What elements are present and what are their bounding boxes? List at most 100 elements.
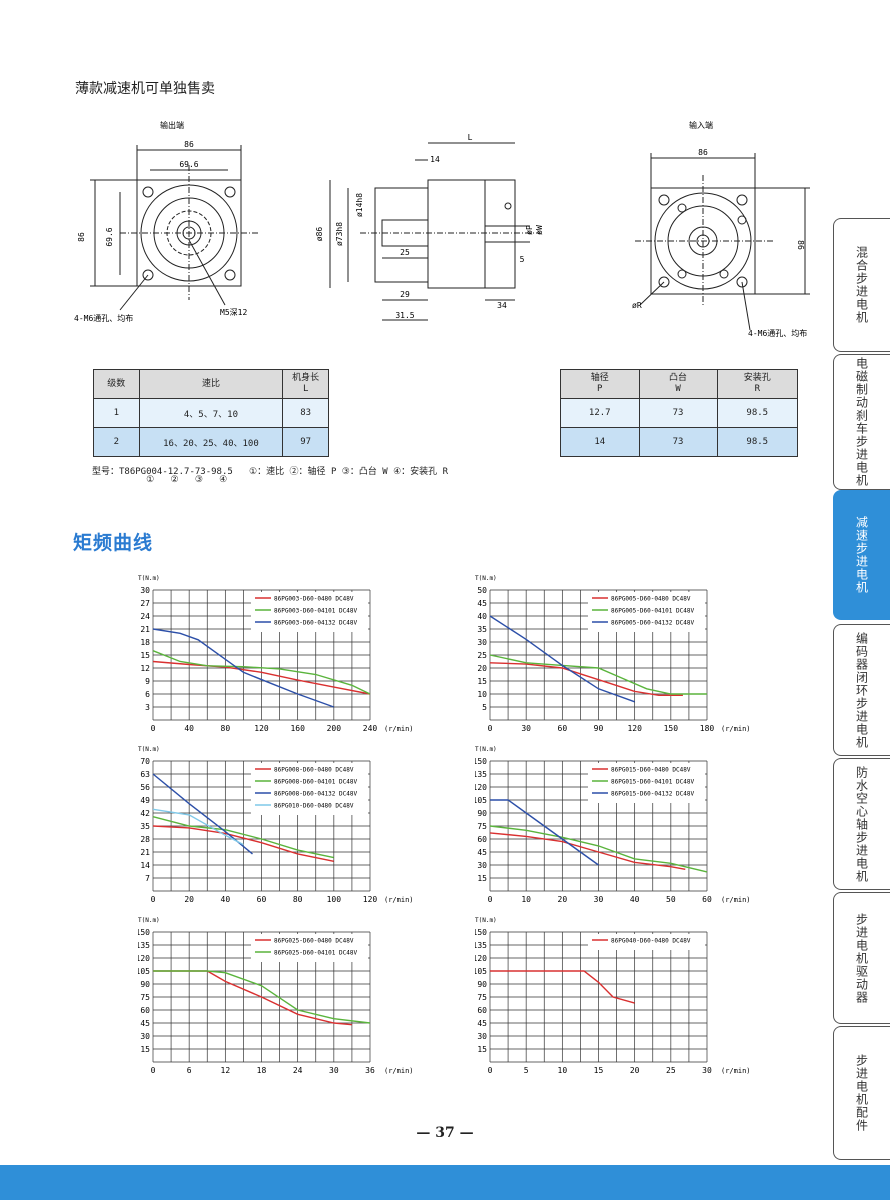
x-axis-label: (r/min) xyxy=(721,725,751,733)
y-tick-label: 12 xyxy=(140,664,150,673)
y-tick-label: 63 xyxy=(140,770,150,779)
y-tick-label: 90 xyxy=(140,980,150,989)
dim-14: 14 xyxy=(430,155,440,164)
y-axis-label: T(N.m) xyxy=(138,917,160,924)
y-tick-label: 75 xyxy=(140,993,150,1002)
side-tab-7[interactable]: 步进电机配件 xyxy=(833,1026,890,1160)
y-tick-label: 27 xyxy=(140,599,150,608)
dim-output-69: 69.6 xyxy=(179,160,198,169)
x-tick-label: 0 xyxy=(151,1066,156,1075)
x-axis-label: (r/min) xyxy=(384,1067,414,1075)
dim-output-86: 86 xyxy=(184,140,194,149)
series-line xyxy=(490,970,635,1004)
y-tick-label: 60 xyxy=(477,835,487,844)
x-tick-label: 60 xyxy=(702,895,712,904)
series-line xyxy=(489,615,635,703)
y-tick-label: 42 xyxy=(140,809,150,818)
series-line xyxy=(153,970,352,1026)
y-tick-label: 10 xyxy=(477,690,487,699)
y-tick-label: 30 xyxy=(477,638,487,647)
side-tab-5[interactable]: 防水空心轴步进电机 xyxy=(833,758,890,890)
x-tick-label: 120 xyxy=(363,895,378,904)
page-number: — 37 — xyxy=(416,1125,474,1141)
side-tab-3[interactable]: 减速步进电机 xyxy=(833,490,890,620)
x-tick-label: 10 xyxy=(558,1066,568,1075)
x-tick-label: 24 xyxy=(293,1066,303,1075)
x-tick-label: 30 xyxy=(702,1066,712,1075)
legend-label: 86PG008-D60-0480 DC48V xyxy=(274,767,354,774)
x-tick-label: 160 xyxy=(290,724,305,733)
y-tick-label: 150 xyxy=(138,928,150,937)
x-tick-label: 40 xyxy=(630,895,640,904)
y-tick-label: 90 xyxy=(477,809,487,818)
side-tab-4[interactable]: 编码器闭环步进电机 xyxy=(833,624,890,756)
y-tick-label: 30 xyxy=(140,586,150,595)
legend-label: 86PG008-D60-04101 DC48V xyxy=(274,779,357,786)
y-tick-label: 15 xyxy=(140,1045,150,1054)
x-tick-label: 0 xyxy=(488,1066,493,1075)
dim-29: 29 xyxy=(400,290,410,299)
y-tick-label: 35 xyxy=(477,625,487,634)
dim-output-side69: 69.6 xyxy=(105,227,114,246)
x-tick-label: 0 xyxy=(151,724,156,733)
dim-14h8: ø14h8 xyxy=(355,193,364,217)
x-tick-label: 30 xyxy=(594,895,604,904)
y-tick-label: 7 xyxy=(145,874,150,883)
side-tab-6[interactable]: 步进电机驱动器 xyxy=(833,892,890,1024)
y-tick-label: 105 xyxy=(475,796,487,805)
y-tick-label: 120 xyxy=(475,954,487,963)
side-tab-1[interactable]: 混合步进电机 xyxy=(833,218,890,352)
torque-chart-4: 0102030405060153045607590105120135150T(N… xyxy=(475,746,751,904)
y-tick-label: 75 xyxy=(477,993,487,1002)
y-tick-label: 15 xyxy=(477,874,487,883)
legend-label: 86PG010-D60-0480 DC48V xyxy=(274,803,354,810)
y-axis-label: T(N.m) xyxy=(475,575,497,582)
x-tick-label: 180 xyxy=(700,724,715,733)
dim-W: øW xyxy=(535,225,544,235)
y-axis-label: T(N.m) xyxy=(475,746,497,753)
header-ratio: 速比 xyxy=(138,369,284,399)
x-tick-label: 0 xyxy=(151,895,156,904)
side-tab-2[interactable]: 电磁制动刹车步进电机 xyxy=(833,354,890,490)
dim-d73: ø73h8 xyxy=(335,222,344,246)
x-tick-label: 60 xyxy=(257,895,267,904)
dim-5: 5 xyxy=(520,255,525,264)
x-tick-label: 150 xyxy=(664,724,679,733)
side-tab-label: 步进电机配件 xyxy=(854,1054,869,1132)
y-tick-label: 25 xyxy=(477,651,487,660)
y-tick-label: 105 xyxy=(138,967,150,976)
x-tick-label: 0 xyxy=(488,724,493,733)
y-tick-label: 40 xyxy=(477,612,487,621)
series-line xyxy=(489,832,686,870)
x-tick-label: 20 xyxy=(630,1066,640,1075)
y-tick-label: 120 xyxy=(475,783,487,792)
series-line xyxy=(152,816,334,859)
dim-P: øP xyxy=(525,225,534,235)
side-tab-label: 步进电机驱动器 xyxy=(854,912,869,1004)
input-holes-note: 4-M6通孔、均布 xyxy=(748,328,807,338)
y-tick-label: 45 xyxy=(477,1019,487,1028)
x-tick-label: 40 xyxy=(221,895,231,904)
x-tick-label: 60 xyxy=(558,724,568,733)
header-stage: 级数 xyxy=(93,369,140,399)
dim-input-86: 86 xyxy=(698,148,708,157)
legend-label: 86PG003-D60-04101 DC48V xyxy=(274,608,357,615)
series-line xyxy=(152,650,371,695)
y-tick-label: 30 xyxy=(140,1032,150,1041)
legend-label: 86PG005-D60-04101 DC48V xyxy=(611,608,694,615)
y-tick-label: 15 xyxy=(477,1045,487,1054)
curves-title: 矩频曲线 xyxy=(73,532,154,554)
input-end-label: 输入端 xyxy=(689,120,713,130)
section-title: 薄款减速机可单独售卖 xyxy=(75,81,215,97)
dim-31: 31.5 xyxy=(395,311,414,320)
output-end-label: 输出端 xyxy=(160,120,184,130)
legend-label: 86PG005-D60-0480 DC48V xyxy=(611,596,691,603)
x-tick-label: 20 xyxy=(184,895,194,904)
x-tick-label: 5 xyxy=(524,1066,529,1075)
y-tick-label: 56 xyxy=(140,783,150,792)
